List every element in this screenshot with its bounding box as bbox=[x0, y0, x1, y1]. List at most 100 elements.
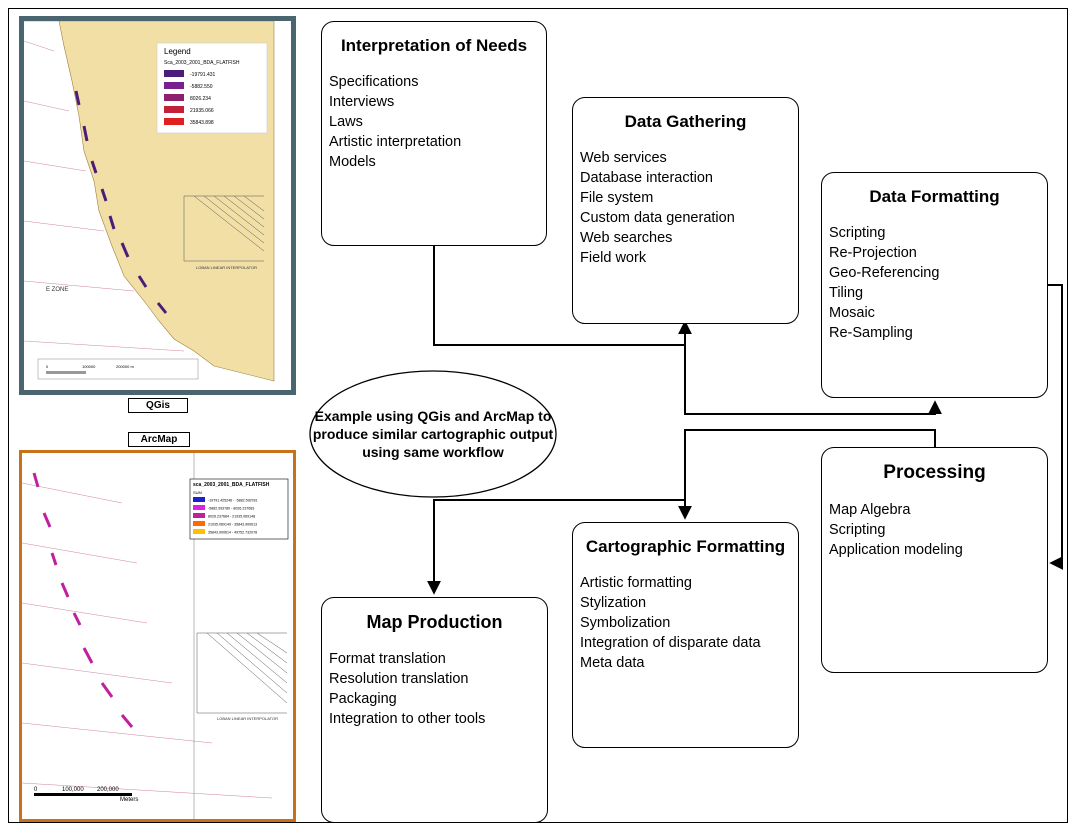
arcmap-legend: sca_2003_2001_BDA_FLATFISH SUM -19791.42… bbox=[189, 478, 289, 540]
box-item: Field work bbox=[580, 250, 647, 266]
legend-swatch bbox=[193, 529, 205, 534]
arcmap-legend-field: SUM bbox=[193, 490, 202, 495]
ellipse-line-2: produce similar cartographic output bbox=[312, 426, 554, 442]
qgis-map-graphic: LOBAN LINEAR INTERPOLATOR E ZONE Legend … bbox=[24, 21, 291, 390]
box-cartographic-formatting: Cartographic Formatting Artistic formatt… bbox=[572, 522, 799, 748]
ellipse-line-3: using same workflow bbox=[362, 444, 504, 460]
ellipse-shape bbox=[309, 370, 557, 498]
box-item: Specifications bbox=[329, 74, 419, 90]
arrow-formatting-to-processing bbox=[1047, 284, 1064, 570]
svg-text:200,000: 200,000 bbox=[97, 787, 119, 793]
box-item: Artistic interpretation bbox=[329, 134, 462, 150]
qgis-data-marks bbox=[74, 90, 168, 314]
qgis-legend: Legend Sca_2003_2001_BDA_FLATFISH -19791… bbox=[156, 42, 268, 134]
arcmap-legend-layer: sca_2003_2001_BDA_FLATFISH bbox=[193, 482, 270, 488]
svg-text:Meters: Meters bbox=[120, 797, 138, 803]
box-item: Mosaic bbox=[829, 305, 875, 321]
box-item: Database interaction bbox=[580, 170, 713, 186]
box-item: Geo-Referencing bbox=[829, 265, 940, 281]
qgis-map: LOBAN LINEAR INTERPOLATOR E ZONE Legend … bbox=[19, 16, 296, 395]
legend-entry: 8026.234 bbox=[190, 96, 211, 102]
arcmap-map: LOBAN LINEAR INTERPOLATOR sca_2003_2001_… bbox=[19, 450, 296, 822]
arcmap-scale-bar: 0 100,000 200,000 Meters bbox=[34, 787, 138, 803]
box-item: Packaging bbox=[329, 691, 397, 707]
box-item: Custom data generation bbox=[580, 210, 735, 226]
legend-entry: 8026.237684 - 21935.069148 bbox=[208, 515, 255, 519]
svg-text:100000: 100000 bbox=[82, 364, 96, 369]
box-item: Integration to other tools bbox=[329, 711, 486, 727]
legend-entry: -19791.431 bbox=[190, 72, 216, 78]
arrow-needs-to-gathering bbox=[433, 245, 692, 346]
legend-swatch bbox=[164, 118, 184, 125]
svg-text:0: 0 bbox=[34, 787, 38, 793]
legend-entry: 35843.900614 - 49752.732078 bbox=[208, 531, 257, 535]
legend-entry: 21935.066 bbox=[190, 108, 214, 114]
arcmap-chart-text: LOBAN LINEAR INTERPOLATOR bbox=[217, 716, 278, 721]
box-item: Artistic formatting bbox=[580, 575, 692, 591]
legend-entry: -19791.425246 - -5882.593781 bbox=[208, 499, 258, 503]
box-item: Interviews bbox=[329, 94, 395, 110]
arcmap-data-marks bbox=[32, 472, 134, 728]
qgis-chart-text: LOBAN LINEAR INTERPOLATOR bbox=[196, 265, 257, 270]
legend-swatch bbox=[193, 505, 205, 510]
box-item: Application modeling bbox=[829, 542, 963, 558]
arrow-processing-to-cartographic bbox=[678, 429, 936, 520]
legend-entry: 21935.069149 - 35843.900613 bbox=[208, 523, 257, 527]
box-item: Resolution translation bbox=[329, 671, 469, 687]
example-ellipse: Example using QGis and ArcMap to produce… bbox=[309, 370, 557, 498]
legend-swatch bbox=[193, 513, 205, 518]
arcmap-map-graphic: LOBAN LINEAR INTERPOLATOR sca_2003_2001_… bbox=[22, 453, 293, 819]
arrow-cartographic-to-production bbox=[427, 499, 685, 595]
arcmap-interpolator-graphic bbox=[196, 632, 288, 714]
box-item: Web searches bbox=[580, 230, 673, 246]
qgis-legend-layer: Sca_2003_2001_BDA_FLATFISH bbox=[164, 60, 240, 66]
box-title: Data Formatting bbox=[869, 187, 1000, 206]
box-item: Scripting bbox=[829, 522, 886, 538]
box-item: File system bbox=[580, 190, 654, 206]
box-title: Interpretation of Needs bbox=[340, 36, 528, 55]
box-item: Tiling bbox=[829, 285, 864, 301]
legend-swatch bbox=[193, 521, 205, 526]
qgis-label: QGis bbox=[128, 398, 188, 413]
legend-swatch bbox=[164, 70, 184, 77]
svg-text:200000 m: 200000 m bbox=[116, 364, 134, 369]
svg-text:100,000: 100,000 bbox=[62, 787, 84, 793]
box-item: Web services bbox=[580, 150, 667, 166]
ellipse-text: Example using QGis and ArcMap to produce… bbox=[309, 370, 557, 498]
box-title: Map Production bbox=[366, 612, 503, 632]
box-item: Map Algebra bbox=[829, 502, 911, 518]
box-item: Symbolization bbox=[580, 615, 671, 631]
box-item: Re-Sampling bbox=[829, 325, 913, 341]
qgis-legend-title: Legend bbox=[164, 47, 191, 56]
box-item: Stylization bbox=[580, 595, 647, 611]
box-title: Cartographic Formatting bbox=[585, 537, 786, 556]
arrow-gathering-to-formatting bbox=[684, 345, 942, 415]
legend-swatch bbox=[164, 106, 184, 113]
ellipse-line-1: Example using QGis and ArcMap to bbox=[314, 408, 552, 424]
box-item: Format translation bbox=[329, 651, 446, 667]
legend-entry: -5882.550 bbox=[190, 84, 213, 90]
legend-swatch bbox=[164, 94, 184, 101]
box-title: Data Gathering bbox=[624, 112, 747, 131]
box-item: Re-Projection bbox=[829, 245, 917, 261]
legend-swatch bbox=[193, 497, 205, 502]
legend-entry: 35843.898 bbox=[190, 120, 214, 126]
qgis-scale-bar: 0 100000 200000 m bbox=[37, 358, 199, 380]
box-item: Scripting bbox=[829, 225, 886, 241]
arcmap-label: ArcMap bbox=[128, 432, 190, 447]
qgis-interpolator-graphic bbox=[183, 195, 265, 262]
legend-swatch bbox=[164, 82, 184, 89]
box-item: Meta data bbox=[580, 655, 645, 671]
